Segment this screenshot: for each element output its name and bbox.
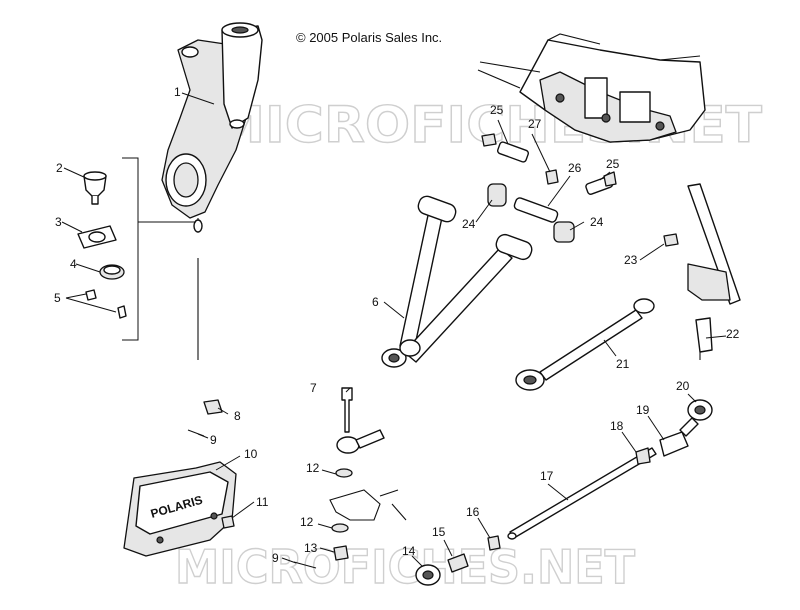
- seal: [99, 264, 125, 280]
- part-label: 2: [56, 161, 63, 175]
- watermark-bottom: MICROFICHES.NET: [174, 539, 636, 594]
- steering-knuckle: [161, 22, 263, 360]
- part-label: 24: [590, 215, 604, 229]
- part-label: 19: [636, 403, 650, 417]
- part-label: 3: [55, 215, 62, 229]
- part-label: 23: [624, 253, 638, 267]
- part-label: 27: [528, 117, 542, 131]
- arm-hardware: [481, 133, 679, 247]
- gasket: [77, 225, 117, 249]
- part-label: 22: [726, 327, 740, 341]
- rod-end: [635, 399, 713, 465]
- part-label: 6: [372, 295, 379, 309]
- a-arm: [381, 195, 533, 368]
- tie-rod: [515, 298, 655, 391]
- part-label: 4: [70, 257, 77, 271]
- part-label: 20: [676, 379, 690, 393]
- part-label: 9: [272, 551, 279, 565]
- part-label: 13: [304, 541, 318, 555]
- lower-hardware: [415, 535, 501, 586]
- shaft: [507, 447, 657, 540]
- nut-and-pins: [187, 399, 317, 569]
- clamp-bolt: [329, 387, 407, 561]
- part-label: 17: [540, 469, 554, 483]
- part-label: 12: [300, 515, 314, 529]
- frame-chassis: [477, 33, 706, 143]
- part-label: 10: [244, 447, 258, 461]
- part-label: 1: [174, 85, 181, 99]
- part-label: 5: [54, 291, 61, 305]
- strut: [687, 183, 741, 360]
- guard-bolt: [221, 515, 235, 529]
- leader-lines: [61, 92, 727, 567]
- fasteners: [85, 289, 127, 319]
- part-label: 11: [256, 495, 269, 509]
- part-label: 18: [610, 419, 624, 433]
- part-label: 25: [490, 103, 504, 117]
- part-label: 26: [568, 161, 582, 175]
- part-label: 15: [432, 525, 446, 539]
- part-label: 8: [234, 409, 241, 423]
- part-label: 24: [462, 217, 476, 231]
- part-label: 9: [210, 433, 217, 447]
- kit-bracket: [122, 157, 196, 341]
- skid-guard: POLARIS: [123, 461, 237, 557]
- part-label: 14: [402, 544, 416, 558]
- part-label: 7: [310, 381, 317, 395]
- part-label: 12: [306, 461, 320, 475]
- svg-text:MICROFICHES.NET: MICROFICHES.NET: [175, 540, 636, 594]
- copyright-notice: © 2005 Polaris Sales Inc.: [296, 30, 443, 45]
- part-label: 21: [616, 357, 630, 371]
- ball-joint: [83, 171, 107, 205]
- part-label: 25: [606, 157, 620, 171]
- part-label: 16: [466, 505, 480, 519]
